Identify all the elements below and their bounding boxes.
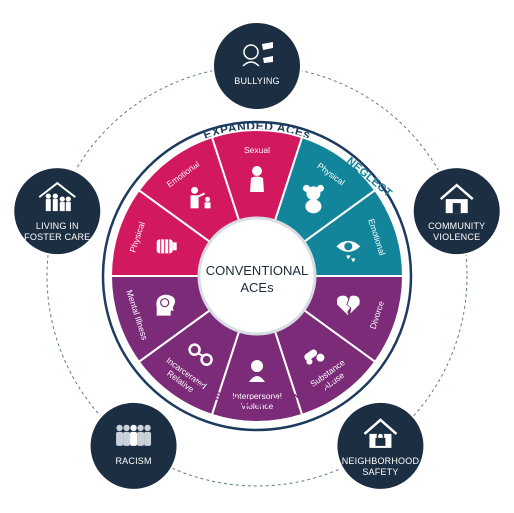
- broken-heart-icon: [336, 295, 360, 316]
- outer-dashed-ring: [46, 65, 468, 487]
- pills-icon: [304, 349, 325, 365]
- bubble-circle: [212, 21, 302, 111]
- center-label-line1: CONVENTIONAL: [206, 263, 309, 278]
- bubble-racism: RACISM: [88, 400, 179, 491]
- segment-household-incarcerated-relative: IncarceratedRelative: [137, 308, 241, 417]
- bubble-label: RACISM: [115, 456, 151, 466]
- handcuffs-icon: [188, 343, 213, 366]
- wheel-outline-ring: [101, 120, 413, 432]
- fist-icon: [156, 239, 177, 254]
- bubble-label: BULLYING: [234, 76, 279, 86]
- house-icon: [439, 183, 474, 214]
- center-circle: [197, 216, 317, 336]
- brain-head-icon: [156, 294, 176, 316]
- crying-eye-icon: [336, 240, 361, 262]
- segment-household-mental-illness: Mental Illness: [109, 275, 212, 364]
- scolding-icon: [190, 186, 211, 209]
- segment-household-divorce: Divorce: [302, 275, 405, 364]
- segment-label: Sexual: [244, 145, 270, 155]
- segment-household-substance-abuse: SubstanceAbuse: [273, 308, 377, 417]
- hurt-child-icon: [250, 166, 264, 192]
- bubble-bullying: BULLYING: [212, 21, 302, 111]
- bullying-icon: [242, 42, 273, 67]
- crowd-icon: [116, 424, 152, 446]
- locked-house-icon: [363, 418, 398, 448]
- woman-icon: [249, 360, 265, 382]
- teddy-bear-icon: [302, 184, 324, 214]
- center-label-line2: ACEs: [240, 280, 274, 295]
- family-house-icon: [38, 181, 76, 212]
- aces-wheel: SexualPhysicalEmotionalDivorceSubstanceA…: [109, 129, 405, 423]
